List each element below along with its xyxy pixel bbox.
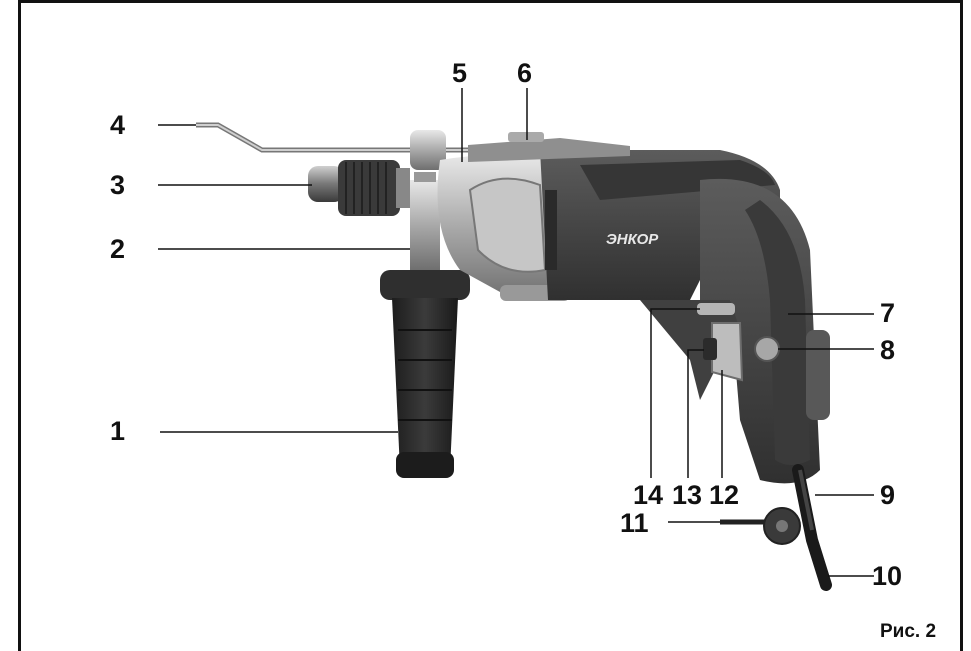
callout-14: 14 bbox=[633, 480, 664, 510]
brand-label: ЭНКОР bbox=[606, 231, 659, 248]
callout-10: 10 bbox=[872, 561, 903, 591]
lock-button bbox=[754, 336, 780, 362]
chuck-key bbox=[720, 507, 801, 545]
figure-caption: Рис. 2 bbox=[880, 621, 937, 642]
leader-13 bbox=[687, 349, 704, 478]
side-handle-column bbox=[410, 130, 446, 270]
callout-3: 3 bbox=[110, 170, 126, 200]
callout-2: 2 bbox=[110, 234, 126, 264]
figure-border bbox=[18, 0, 963, 651]
callout-9: 9 bbox=[880, 480, 896, 510]
chuck bbox=[308, 160, 410, 216]
callout-4: 4 bbox=[110, 110, 126, 140]
callout-8: 8 bbox=[880, 335, 896, 365]
callout-1: 1 bbox=[110, 416, 126, 446]
leader-14 bbox=[650, 308, 700, 478]
callout-6: 6 bbox=[517, 58, 533, 88]
side-handle bbox=[380, 270, 470, 478]
callout-13: 13 bbox=[672, 480, 703, 510]
callout-5: 5 bbox=[452, 58, 468, 88]
pistol-grip bbox=[700, 178, 830, 484]
power-cord bbox=[792, 464, 832, 591]
callout-11: 11 bbox=[620, 508, 649, 538]
gearbox-housing bbox=[437, 155, 570, 301]
callout-7: 7 bbox=[880, 298, 896, 328]
mode-switch bbox=[468, 132, 630, 162]
leader-lines bbox=[158, 88, 874, 577]
callout-12: 12 bbox=[709, 480, 740, 510]
